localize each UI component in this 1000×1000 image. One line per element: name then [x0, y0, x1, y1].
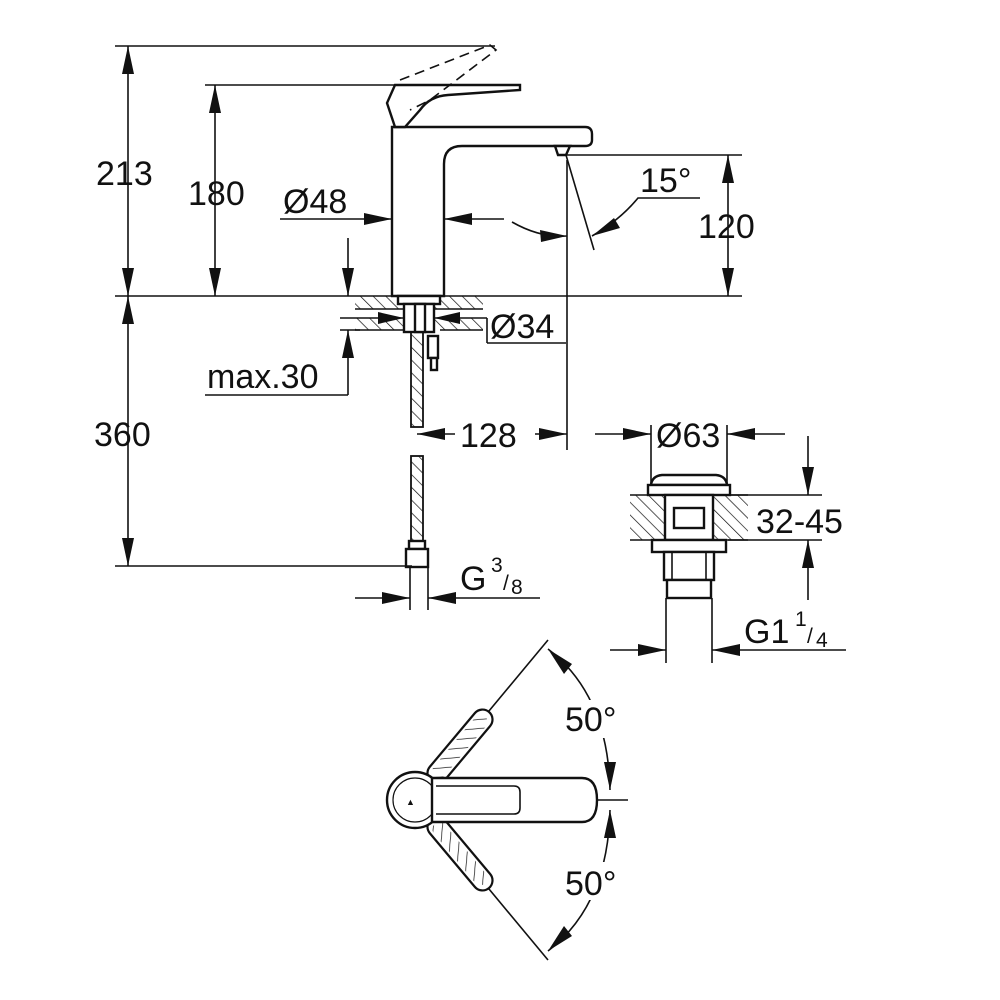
dim-diameter-34: Ø34 [490, 308, 554, 346]
faucet-side-view: 213 180 Ø48 15° 120 max.30 [94, 44, 755, 610]
dim-thread-g1-den: 4 [816, 629, 828, 652]
dim-max-30: max.30 [207, 358, 319, 396]
fraction-slash-2: / [807, 625, 813, 648]
dim-128: 128 [460, 417, 517, 455]
dim-360: 360 [94, 416, 151, 454]
dim-thread-g1-num: 1 [795, 608, 807, 631]
logo-mark: ▲ [406, 797, 415, 807]
waste-drawing: Ø63 32-45 G1 1 / 4 [595, 417, 846, 663]
faucet-top-view: ▲ 50° 50° [385, 639, 638, 961]
dim-diameter-63: Ø63 [656, 417, 720, 455]
fraction-slash: / [503, 572, 509, 595]
dim-120: 120 [698, 208, 755, 246]
braided-hose [410, 331, 424, 428]
dim-32-45: 32-45 [756, 503, 843, 541]
dim-diameter-48: Ø48 [283, 183, 347, 221]
dim-213: 213 [96, 155, 153, 193]
dim-angle-50-upper: 50° [565, 701, 616, 739]
handle-right-position [426, 815, 494, 892]
faucet-handle [385, 83, 522, 129]
dim-thread-g: G [460, 560, 486, 598]
top-handle [430, 776, 599, 824]
faucet-body [390, 125, 594, 298]
dim-180: 180 [188, 175, 245, 213]
dim-thread-num: 3 [491, 554, 503, 577]
waste-cap [649, 473, 729, 487]
dim-angle-15: 15° [640, 162, 691, 200]
handle-left-position [426, 708, 494, 785]
dim-thread-den: 8 [511, 576, 523, 599]
dim-angle-50-lower: 50° [565, 865, 616, 903]
dim-thread-g1: G1 [744, 613, 789, 651]
